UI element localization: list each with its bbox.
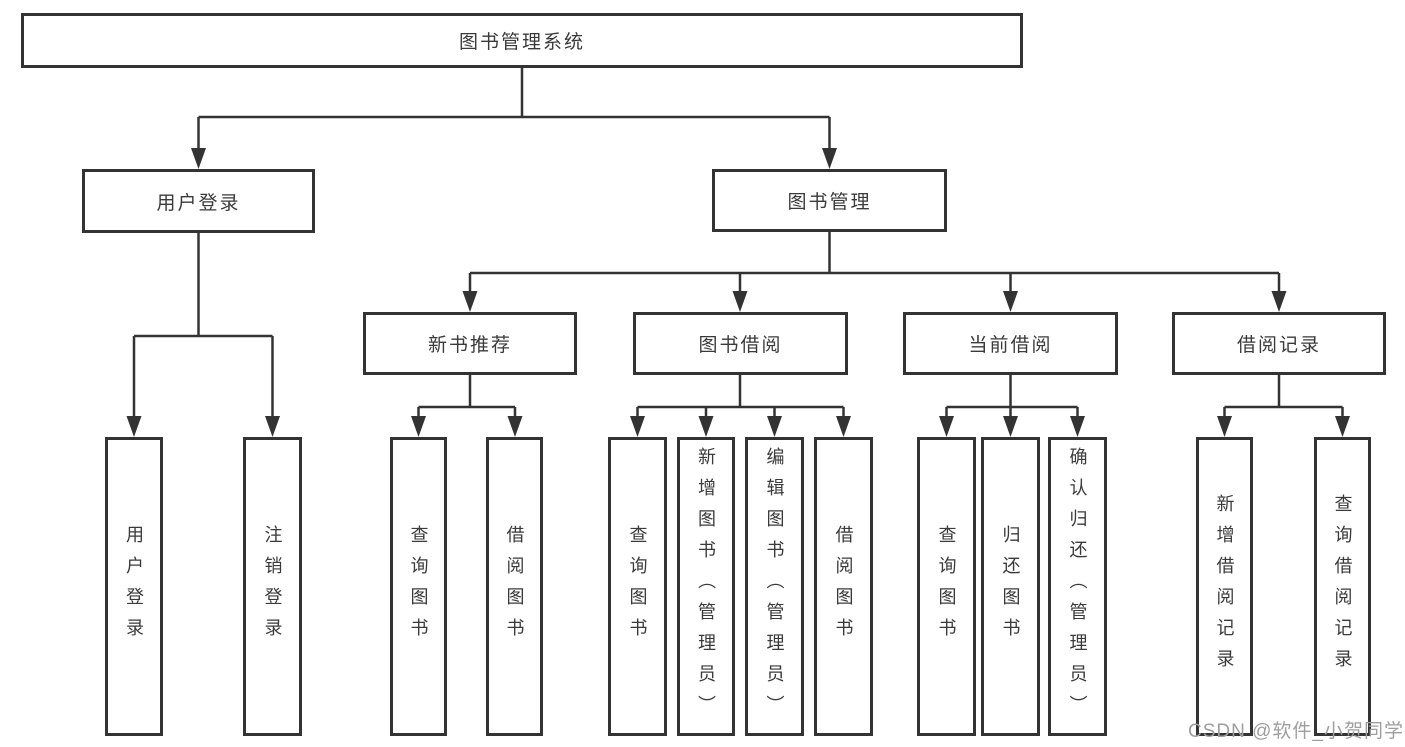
node-label: 查询图书 bbox=[936, 524, 957, 649]
node-label: 归还图书 bbox=[1000, 524, 1021, 649]
node-label: 用户登录 bbox=[156, 192, 241, 214]
node-label: 新增借阅记录 bbox=[1214, 493, 1235, 680]
leaf-query-books-recommend: 查询图书 bbox=[390, 437, 447, 736]
leaf-return-books: 归还图书 bbox=[981, 437, 1040, 736]
leaf-add-borrow-record: 新增借阅记录 bbox=[1196, 437, 1253, 736]
node-label: 查询借阅记录 bbox=[1332, 493, 1353, 680]
node-library-management-system: 图书管理系统 bbox=[21, 13, 1023, 68]
node-label: 借阅图书 bbox=[833, 524, 854, 649]
node-borrowing-records: 借阅记录 bbox=[1172, 312, 1386, 375]
node-book-management: 图书管理 bbox=[712, 169, 947, 232]
leaf-borrow-books: 借阅图书 bbox=[814, 437, 873, 736]
node-label: 当前借阅 bbox=[968, 335, 1053, 356]
node-label: 新书推荐 bbox=[427, 335, 512, 356]
node-label: 新增图书（管理员） bbox=[696, 447, 716, 726]
node-label: 图书借阅 bbox=[698, 335, 783, 356]
leaf-confirm-return-admin: 确认归还（管理员） bbox=[1048, 437, 1107, 736]
leaf-edit-books-admin: 编辑图书（管理员） bbox=[745, 437, 804, 736]
node-label: 借阅图书 bbox=[504, 524, 525, 649]
node-label: 图书管理 bbox=[787, 192, 872, 213]
node-label: 编辑图书（管理员） bbox=[764, 447, 785, 726]
node-label: 查询图书 bbox=[408, 524, 429, 649]
node-label: 查询图书 bbox=[627, 524, 648, 649]
node-user-login: 用户登录 bbox=[82, 169, 315, 233]
leaf-user-login: 用户登录 bbox=[105, 437, 163, 736]
leaf-query-books-current: 查询图书 bbox=[917, 437, 976, 736]
leaf-logout: 注销登录 bbox=[243, 437, 302, 736]
leaf-add-books-admin: 新增图书（管理员） bbox=[677, 437, 735, 736]
node-label: 图书管理系统 bbox=[458, 32, 585, 53]
node-book-borrowing: 图书借阅 bbox=[633, 312, 848, 375]
leaf-query-borrow-record: 查询借阅记录 bbox=[1314, 437, 1371, 736]
node-label: 借阅记录 bbox=[1236, 335, 1321, 356]
node-label: 注销登录 bbox=[262, 524, 283, 649]
node-new-book-recommendation: 新书推荐 bbox=[363, 312, 577, 375]
leaf-query-books-borrowing: 查询图书 bbox=[608, 437, 667, 736]
node-label: 确认归还（管理员） bbox=[1067, 447, 1088, 726]
csdn-watermark: CSDN @软件_小贺同学 bbox=[1188, 721, 1404, 742]
node-label: 用户登录 bbox=[124, 524, 144, 649]
node-current-borrowing: 当前借阅 bbox=[903, 312, 1118, 375]
leaf-borrow-books-recommend: 借阅图书 bbox=[486, 437, 543, 736]
